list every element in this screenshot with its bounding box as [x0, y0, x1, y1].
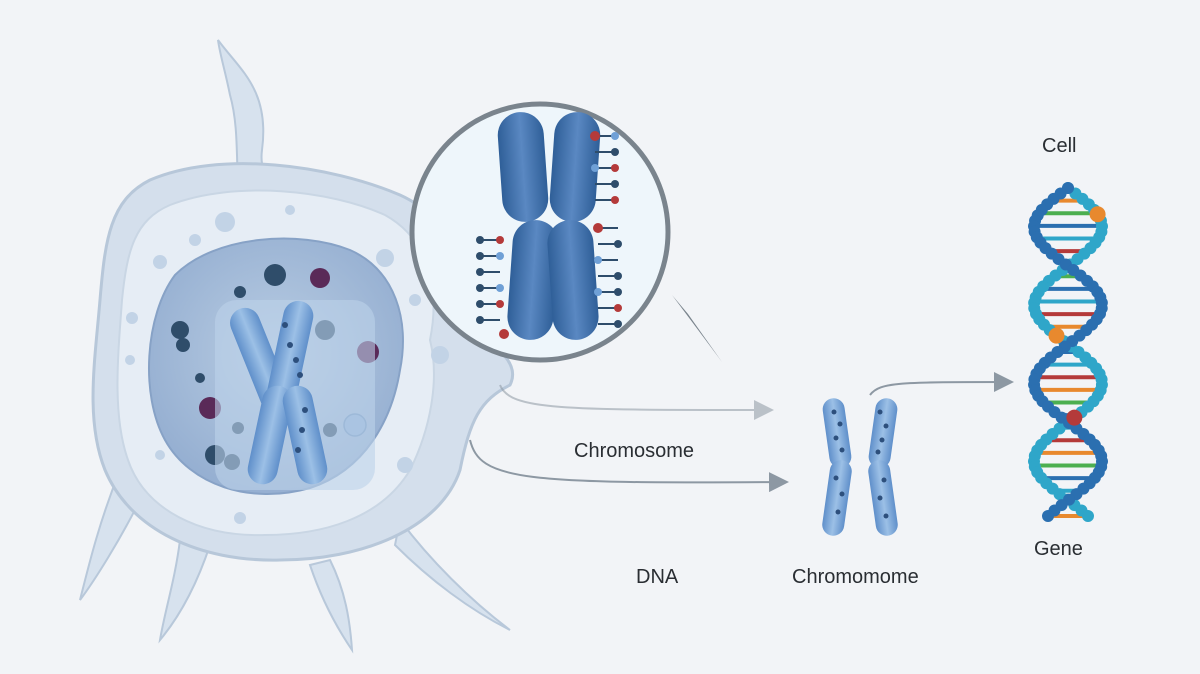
helix-backbone-bead: [1042, 510, 1055, 522]
label-dna: DNA: [636, 566, 679, 588]
arrow-right-icon: [469, 372, 1014, 493]
helix-highlight-bead: [1048, 327, 1065, 344]
cell-icon: [79, 39, 515, 654]
magnifier-icon: [409, 101, 722, 363]
dna-helix-icon: [1028, 182, 1108, 522]
chromosome-icon: [215, 300, 375, 490]
label-chromosome: Chromosome: [574, 440, 695, 462]
label-gene: Gene: [1034, 538, 1083, 560]
chromosome-icon: [822, 398, 898, 536]
helix-highlight-bead: [1089, 206, 1106, 223]
chromosome-icon: [497, 112, 601, 340]
label-chromosome-bottom: Chromomome: [792, 566, 919, 588]
label-cell: Cell: [1042, 135, 1077, 157]
helix-highlight-bead: [1066, 409, 1083, 426]
helix-backbone-bead: [1081, 510, 1094, 522]
